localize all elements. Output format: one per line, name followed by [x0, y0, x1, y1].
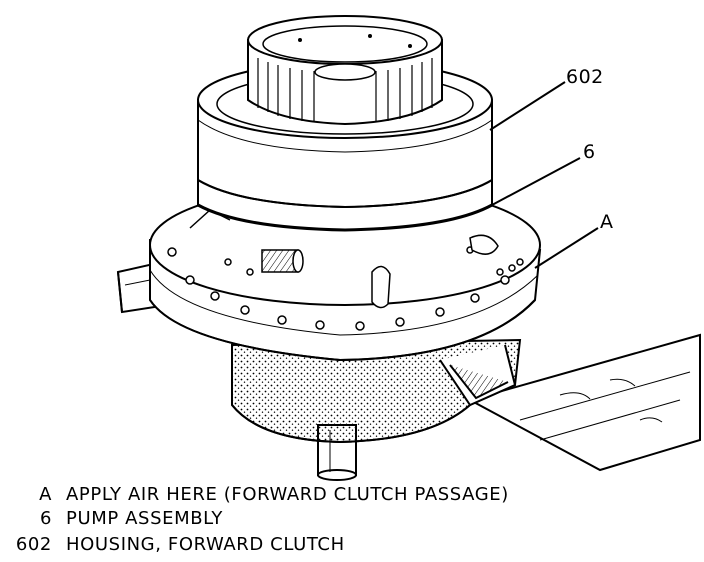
lower-hub	[231, 338, 522, 444]
legend-text: PUMP ASSEMBLY	[66, 508, 223, 529]
legend-text: APPLY AIR HERE (FORWARD CLUTCH PASSAGE)	[66, 484, 509, 505]
legend-key: 6	[39, 508, 52, 529]
splined-drum	[247, 15, 443, 126]
callout-602: 602	[566, 66, 604, 88]
leader-602	[489, 81, 566, 131]
leader-a	[534, 227, 599, 269]
callout-a: A	[600, 211, 614, 233]
leader-6	[491, 157, 581, 206]
legend-key: 602	[15, 534, 52, 555]
legend-row: 6 PUMP ASSEMBLY	[0, 508, 704, 532]
legend-row: A APPLY AIR HERE (FORWARD CLUTCH PASSAGE…	[0, 484, 704, 508]
legend-key: A	[39, 484, 52, 505]
leader-lines	[489, 81, 599, 269]
callout-6: 6	[583, 141, 596, 163]
legend-row: 602 HOUSING, FORWARD CLUTCH	[0, 534, 704, 558]
bench-board	[467, 333, 701, 472]
legend-text: HOUSING, FORWARD CLUTCH	[66, 534, 345, 555]
